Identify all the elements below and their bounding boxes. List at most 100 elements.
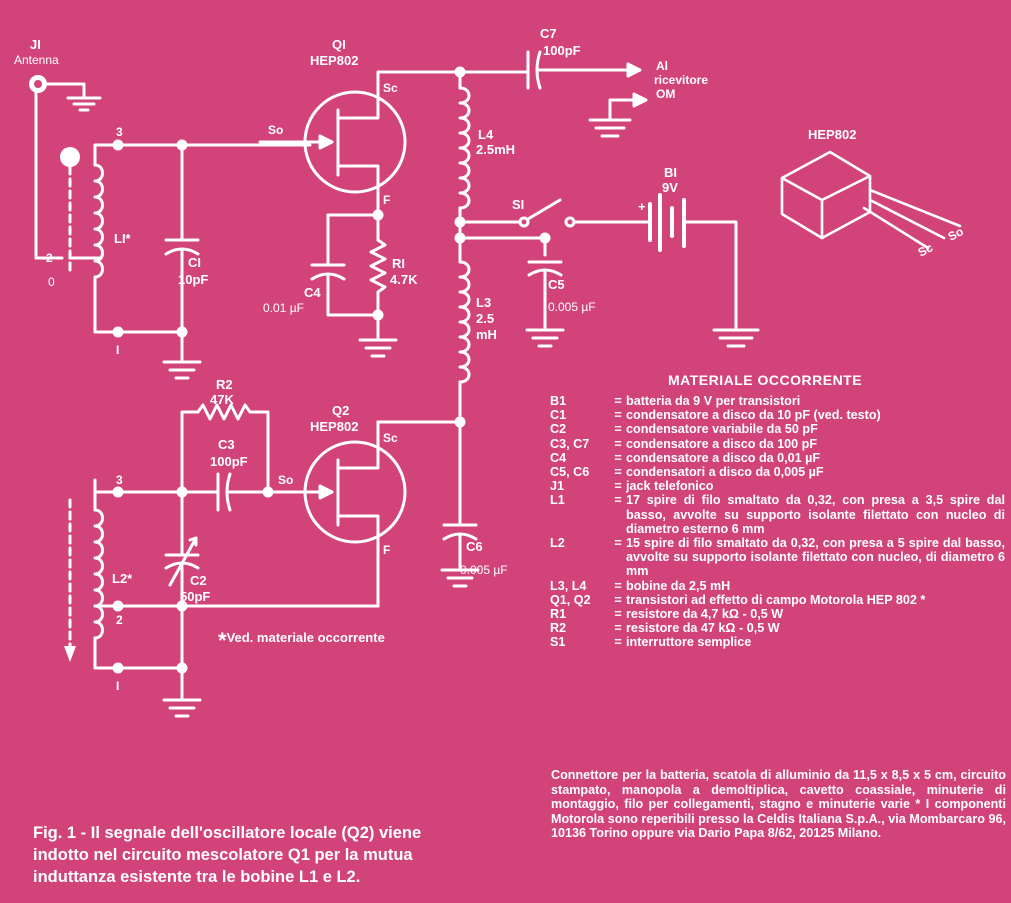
materials-row: B1=batteria da 9 V per transistori <box>550 394 1005 408</box>
label-q2-type: HEP802 <box>310 419 359 434</box>
label-l2-pin3: 3 <box>116 473 123 487</box>
label-q2-so: So <box>278 473 294 487</box>
label-l1-pin0: 0 <box>48 275 55 289</box>
materials-row: C5, C6=condensatori a disco da 0,005 µF <box>550 465 1005 479</box>
label-c2-value: 50pF <box>180 589 211 604</box>
materials-title: MATERIALE OCCORRENTE <box>668 372 863 388</box>
reference-note: *Ved. materiale occorrente <box>218 628 385 654</box>
transistor-q2-symbol <box>266 420 407 608</box>
materials-equals: = <box>614 621 622 636</box>
label-q1-sc: Sc <box>383 81 398 95</box>
materials-ref: C1 <box>550 408 567 423</box>
label-q1-f: F <box>383 193 391 207</box>
label-q1: QI <box>332 37 346 52</box>
label-c5-value: 0.005 µF <box>548 300 596 314</box>
materials-row: L3, L4=bobine da 2,5 mH <box>550 579 1005 593</box>
materials-equals: = <box>614 408 622 423</box>
label-q2-f: F <box>383 543 391 557</box>
label-l3: L3 <box>476 295 492 310</box>
materials-extra-note: Connettore per la batteria, scatola di a… <box>551 768 1006 841</box>
materials-ref: C2 <box>550 422 567 437</box>
label-l3-value-2: mH <box>476 327 497 342</box>
materials-row: J1 = jack telefonico <box>550 479 1005 493</box>
materials-equals: = <box>614 607 622 622</box>
figure-caption: Fig. 1 - Il segnale dell'oscillatore loc… <box>33 824 422 886</box>
materials-desc: resistore da 47 kΩ - 0,5 W <box>626 621 780 636</box>
materials-ref: L3, L4 <box>550 578 587 593</box>
label-l2-pin2: 2 <box>116 613 123 627</box>
materials-row: C4=condensatore a disco da 0,01 µF <box>550 451 1005 465</box>
materials-ref: R1 <box>550 607 567 622</box>
materials-ref: L1 <box>550 493 565 508</box>
materials-desc: jack telefonico <box>626 479 714 494</box>
materials-ref: L2 <box>550 536 565 551</box>
label-l3-value-1: 2.5 <box>476 311 495 326</box>
materials-equals: = <box>614 592 622 607</box>
label-c4: C4 <box>304 285 321 300</box>
label-q2-sc: Sc <box>383 431 398 445</box>
label-l1: LI* <box>114 231 131 246</box>
materials-desc: 17 spire di filo smaltato da 0,32, con p… <box>626 493 1005 536</box>
battery-b1-symbol <box>648 193 760 348</box>
materials-desc: interruttore semplice <box>626 635 752 650</box>
label-c1: CI <box>188 255 201 270</box>
label-c6-value: 0.005 µF <box>460 563 508 577</box>
label-c3-value: 100pF <box>210 454 248 469</box>
materials-desc: resistore da 4,7 kΩ - 0,5 W <box>626 607 784 622</box>
reference-text: Ved. materiale occorrente <box>226 630 385 645</box>
label-output-2: ricevitore <box>654 73 709 87</box>
capacitor-c2-symbol <box>164 490 200 608</box>
capacitor-c5-symbol <box>525 260 565 348</box>
label-b1: BI <box>664 165 677 180</box>
capacitor-c3-symbol <box>180 472 270 512</box>
coil-l4-symbol <box>458 70 471 240</box>
resistor-r2-symbol <box>180 403 270 494</box>
label-l1-pin3: 3 <box>116 125 123 139</box>
resistor-r1-symbol <box>369 238 387 317</box>
label-battery-plus: + <box>638 199 646 214</box>
reference-star: * <box>218 628 227 653</box>
materials-row: C3, C7=condensatore a disco da 100 pF <box>550 437 1005 451</box>
materials-desc: condensatore a disco da 10 pF (ved. test… <box>626 408 881 423</box>
materials-equals: = <box>614 635 622 650</box>
label-l2-pin1: I <box>116 679 120 693</box>
materials-ref: C5, C6 <box>550 465 590 480</box>
label-output-3: OM <box>656 87 676 101</box>
coil-l1-symbol <box>60 143 120 334</box>
capacitor-c4-symbol <box>310 213 380 317</box>
coil-l2-symbol <box>64 490 120 670</box>
materials-desc: transistori ad effetto di campo Motorola… <box>626 592 926 607</box>
label-q1-type: HEP802 <box>310 53 359 68</box>
label-j1-name: Antenna <box>14 53 59 67</box>
label-c7-value: 100pF <box>543 43 581 58</box>
label-c4-value: 0.01 µF <box>263 301 304 315</box>
materials-ref: B1 <box>550 394 567 408</box>
materials-equals: = <box>614 479 622 494</box>
label-b1-value: 9V <box>662 180 678 195</box>
materials-equals: = <box>614 422 622 437</box>
materials-row: C2 = condensatore variabile da 50 pF <box>550 422 1005 436</box>
capacitor-c1-symbol <box>164 143 200 334</box>
label-output-1: Al <box>656 59 668 73</box>
label-q1-so: So <box>268 123 284 137</box>
materials-desc: condensatori a disco da 0,005 µF <box>626 465 824 480</box>
materials-equals: = <box>614 394 622 408</box>
transistor-package-drawing <box>780 150 962 250</box>
materials-row: Q1, Q2=transistori ad effetto di campo M… <box>550 593 1005 607</box>
materials-ref: J1 <box>550 479 565 494</box>
label-c1-value: 10pF <box>178 272 209 287</box>
label-r2: R2 <box>216 377 233 392</box>
label-c7: C7 <box>540 26 557 41</box>
label-l4-value: 2.5mH <box>476 142 516 157</box>
materials-desc: condensatore variabile da 50 pF <box>626 422 818 437</box>
materials-desc: bobine da 2,5 mH <box>626 578 731 593</box>
label-c3: C3 <box>218 437 235 452</box>
label-s1: SI <box>512 197 525 212</box>
capacitor-c7-symbol <box>526 50 642 90</box>
materials-row: R1 = resistore da 4,7 kΩ - 0,5 W <box>550 607 1005 621</box>
materials-ref: S1 <box>550 635 566 650</box>
antenna-jack-symbol <box>29 75 102 260</box>
label-l4: L4 <box>478 127 494 142</box>
capacitor-c6-symbol <box>440 420 480 588</box>
label-c2: C2 <box>190 573 207 588</box>
